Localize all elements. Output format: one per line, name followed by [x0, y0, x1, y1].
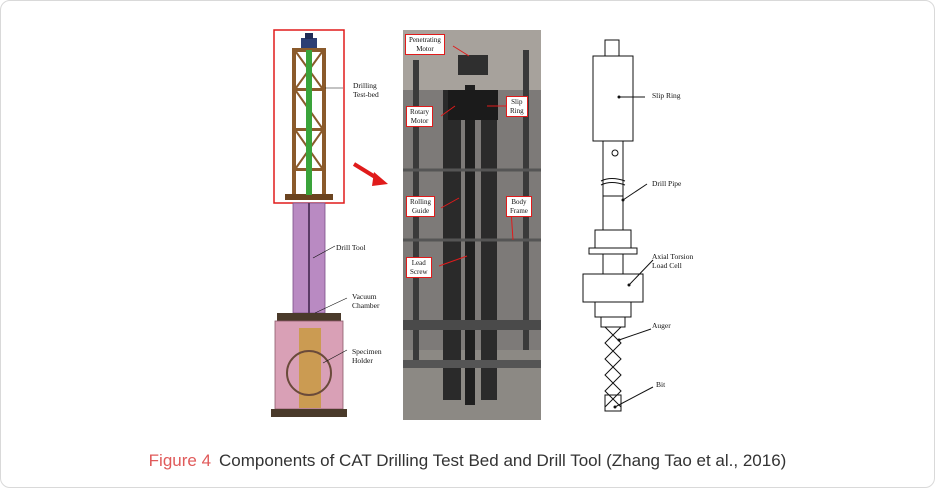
figure-caption: Figure 4 Components of CAT Drilling Test … [0, 451, 935, 471]
label-drill-pipe: Drill Pipe [652, 179, 682, 188]
label-auger: Auger [652, 321, 671, 330]
label-bit: Bit [656, 380, 666, 389]
testbed-photo [403, 30, 541, 420]
label-load-cell: Axial Torsion Load Cell [652, 252, 694, 270]
drill-tool-line-drawing [582, 39, 654, 412]
label-slip-ring: Slip Ring [652, 91, 681, 100]
label-drill-tool: Drill Tool [336, 243, 366, 252]
testbed-cad-diagram [271, 29, 348, 417]
label-rotary-motor: Rotary Motor [406, 106, 434, 127]
figure-number: Figure 4 [148, 451, 212, 470]
label-drilling-testbed: Drilling Test-bed [353, 81, 379, 99]
figure-caption-text: Components of CAT Drilling Test Bed and … [219, 451, 787, 470]
label-slip-ring-photo: Slip Ring [506, 96, 528, 117]
red-arrow-icon [352, 162, 388, 186]
label-rolling-guide: Rolling Guide [406, 196, 436, 217]
label-vacuum-chamber: Vacuum Chamber [352, 292, 380, 310]
label-specimen-holder: Specimen Holder [352, 347, 382, 365]
label-lead-screw: Lead Screw [406, 257, 432, 278]
label-body-frame: Body Frame [506, 196, 532, 217]
label-penetrating-motor: Penetrating Motor [405, 34, 445, 55]
